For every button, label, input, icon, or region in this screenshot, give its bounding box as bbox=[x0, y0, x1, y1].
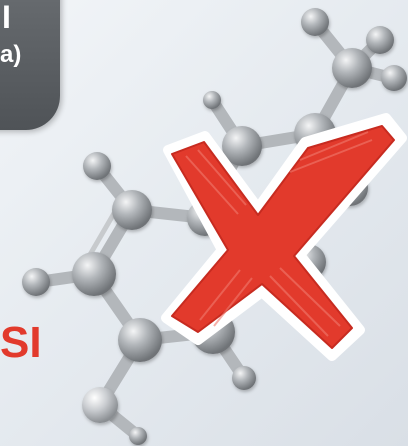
atom bbox=[22, 268, 50, 296]
atom bbox=[83, 152, 111, 180]
atom bbox=[381, 65, 407, 91]
atom bbox=[118, 318, 162, 362]
atom bbox=[72, 252, 116, 296]
atom bbox=[366, 26, 394, 54]
red-x-icon bbox=[161, 113, 407, 361]
side-label: SI bbox=[0, 318, 42, 367]
x-stroke bbox=[171, 125, 395, 349]
atom bbox=[222, 126, 262, 166]
atom bbox=[203, 91, 221, 109]
atom bbox=[232, 366, 256, 390]
atom bbox=[301, 8, 329, 36]
badge-title: I bbox=[2, 0, 11, 35]
corner-badge: I a) bbox=[0, 0, 60, 130]
atom bbox=[332, 48, 372, 88]
atom bbox=[129, 427, 147, 445]
atom bbox=[112, 190, 152, 230]
atom bbox=[82, 387, 118, 423]
x-stroke-texture bbox=[185, 131, 373, 337]
badge-subtitle: a) bbox=[0, 41, 22, 68]
